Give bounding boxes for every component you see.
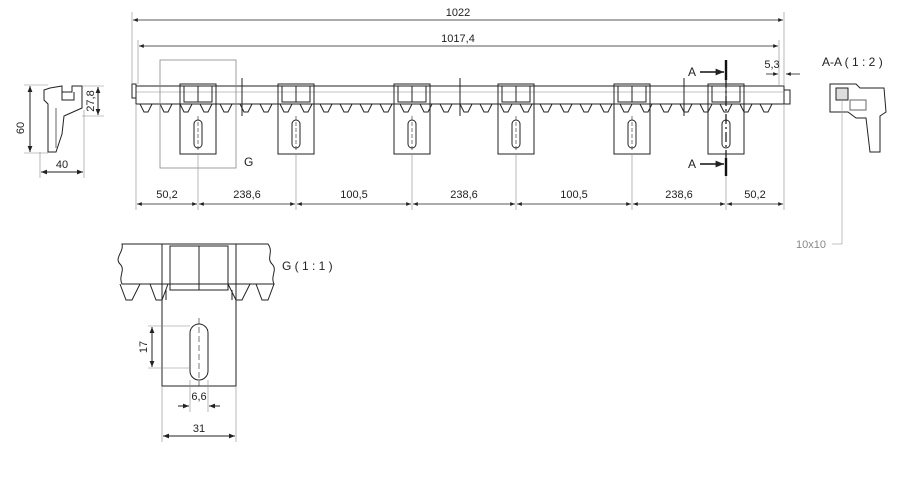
spacing-text-6: 238,6 [665,189,693,201]
detail-g-marker: G [244,155,253,169]
slot-width-text: 6,6 [191,391,206,403]
bracket-3 [393,83,431,155]
tooth-height-dim-text: 27,8 [85,90,97,111]
overall-length-text: 1022 [446,7,470,19]
detail-g-view [117,243,275,442]
spacing-text-7: 50,2 [744,189,765,201]
end-offset-text: 5,3 [764,59,779,71]
depth-dim-text: 40 [56,159,68,171]
height-dim-text: 60 [15,122,27,134]
detail-title: G ( 1 : 1 ) [282,259,333,273]
spacing-text-3: 100,5 [340,189,368,201]
bracket-width-text: 31 [193,423,205,435]
spacing-text-1: 50,2 [156,189,177,201]
detail-g-frame [159,59,237,169]
inner-length-text: 1017,4 [441,33,475,45]
bracket-1 [179,83,217,155]
bracket-5 [613,83,651,155]
section-line-a [700,60,728,176]
spacing-text-4: 238,6 [450,189,478,201]
bracket-2 [277,83,315,155]
section-a-a-view [829,83,887,153]
section-title: A-A ( 1 : 2 ) [822,55,883,69]
slot-length-text: 17 [138,341,150,353]
bracket-4 [497,83,535,155]
section-mark-top: A [688,65,696,79]
overall-dimension-lines [131,12,800,86]
rack-main-view [131,78,791,116]
spacing-text-2: 238,6 [233,189,261,201]
side-profile-view [24,84,104,178]
section-square-text: 10x10 [796,239,826,251]
spacing-text-5: 100,5 [560,189,588,201]
section-mark-bottom: A [688,157,696,171]
spacing-dimension-lines [135,104,785,210]
